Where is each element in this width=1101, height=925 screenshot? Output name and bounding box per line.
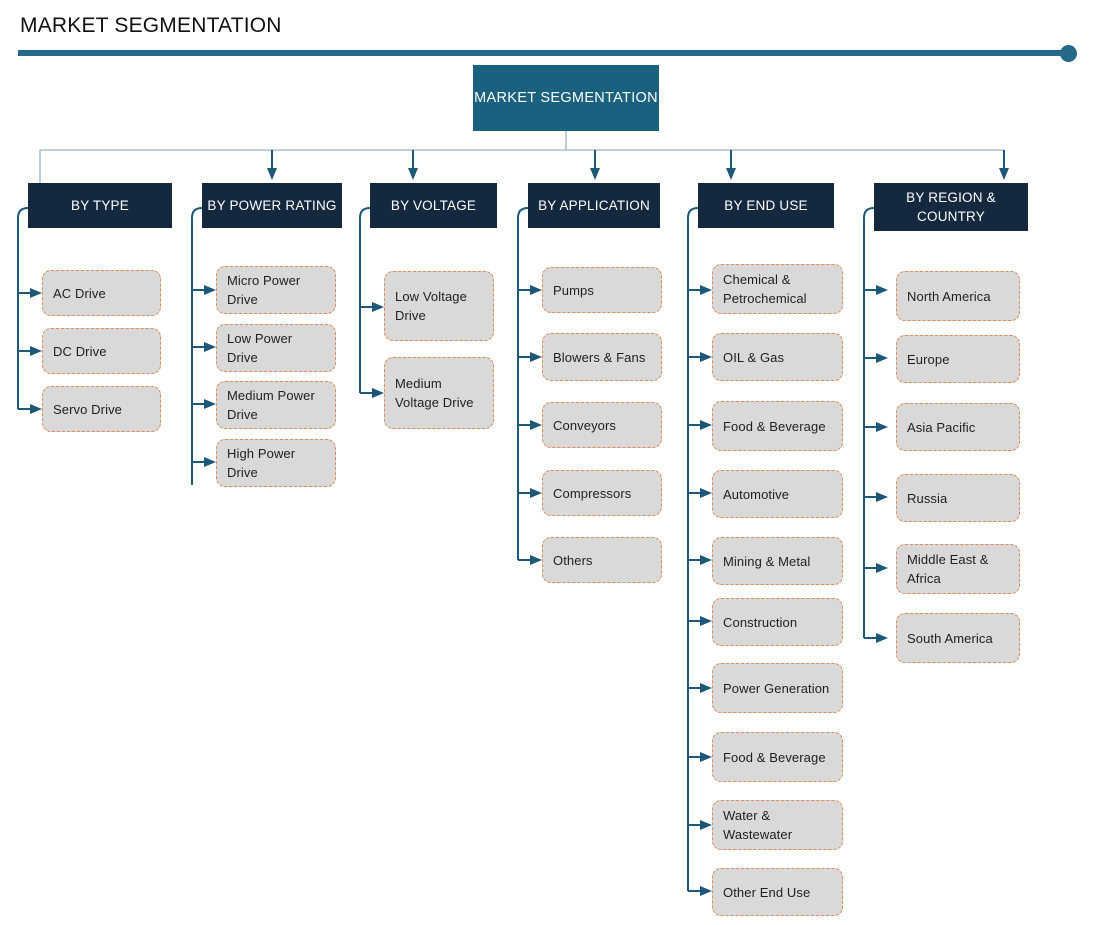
leaf-card-power-generation[interactable]: Power Generation: [712, 663, 843, 713]
column-header-by-end-use[interactable]: BY END USE: [698, 183, 834, 228]
leaf-card-others[interactable]: Others: [542, 537, 662, 583]
leaf-card-food-beverage-1[interactable]: Food & Beverage: [712, 401, 843, 451]
column-header-by-type[interactable]: BY TYPE: [28, 183, 172, 228]
column-header-by-power-rating[interactable]: BY POWER RATING: [202, 183, 342, 228]
column-header-by-region-country[interactable]: BY REGION & COUNTRY: [874, 183, 1028, 231]
leaf-card-mining-metal[interactable]: Mining & Metal: [712, 537, 843, 585]
leaf-card-pumps[interactable]: Pumps: [542, 267, 662, 313]
leaf-card-asia-pacific[interactable]: Asia Pacific: [896, 403, 1020, 451]
leaf-card-servo-drive[interactable]: Servo Drive: [42, 386, 161, 432]
leaf-card-south-america[interactable]: South America: [896, 613, 1020, 663]
leaf-card-compressors[interactable]: Compressors: [542, 470, 662, 516]
leaf-card-oil-gas[interactable]: OIL & Gas: [712, 333, 843, 381]
leaf-card-micro-power-drive[interactable]: Micro Power Drive: [216, 266, 336, 314]
leaf-card-automotive[interactable]: Automotive: [712, 470, 843, 518]
leaf-card-food-beverage-2[interactable]: Food & Beverage: [712, 732, 843, 782]
leaf-card-low-power-drive[interactable]: Low Power Drive: [216, 324, 336, 372]
leaf-card-low-voltage-drive[interactable]: Low Voltage Drive: [384, 271, 494, 341]
leaf-card-medium-power-drive[interactable]: Medium Power Drive: [216, 381, 336, 429]
root-node[interactable]: MARKET SEGMENTATION: [473, 65, 659, 131]
leaf-card-conveyors[interactable]: Conveyors: [542, 402, 662, 448]
leaf-card-high-power-drive[interactable]: High Power Drive: [216, 439, 336, 487]
accent-bar: [18, 50, 1072, 56]
leaf-card-russia[interactable]: Russia: [896, 474, 1020, 522]
column-header-by-voltage[interactable]: BY VOLTAGE: [370, 183, 497, 228]
leaf-card-ac-drive[interactable]: AC Drive: [42, 270, 161, 316]
leaf-card-north-america[interactable]: North America: [896, 271, 1020, 321]
leaf-card-construction[interactable]: Construction: [712, 598, 843, 646]
leaf-card-chemical-petrochemical[interactable]: Chemical & Petrochemical: [712, 264, 843, 314]
leaf-card-blowers-fans[interactable]: Blowers & Fans: [542, 333, 662, 381]
leaf-card-middle-east-africa[interactable]: Middle East & Africa: [896, 544, 1020, 594]
leaf-card-dc-drive[interactable]: DC Drive: [42, 328, 161, 374]
page-title: MARKET SEGMENTATION: [20, 14, 282, 37]
accent-bar-end-dot: [1060, 45, 1077, 62]
leaf-card-europe[interactable]: Europe: [896, 335, 1020, 383]
column-header-by-application[interactable]: BY APPLICATION: [528, 183, 660, 228]
leaf-card-other-end-use[interactable]: Other End Use: [712, 868, 843, 916]
leaf-card-water-wastewater[interactable]: Water & Wastewater: [712, 800, 843, 850]
leaf-card-medium-voltage-drive[interactable]: Medium Voltage Drive: [384, 357, 494, 429]
